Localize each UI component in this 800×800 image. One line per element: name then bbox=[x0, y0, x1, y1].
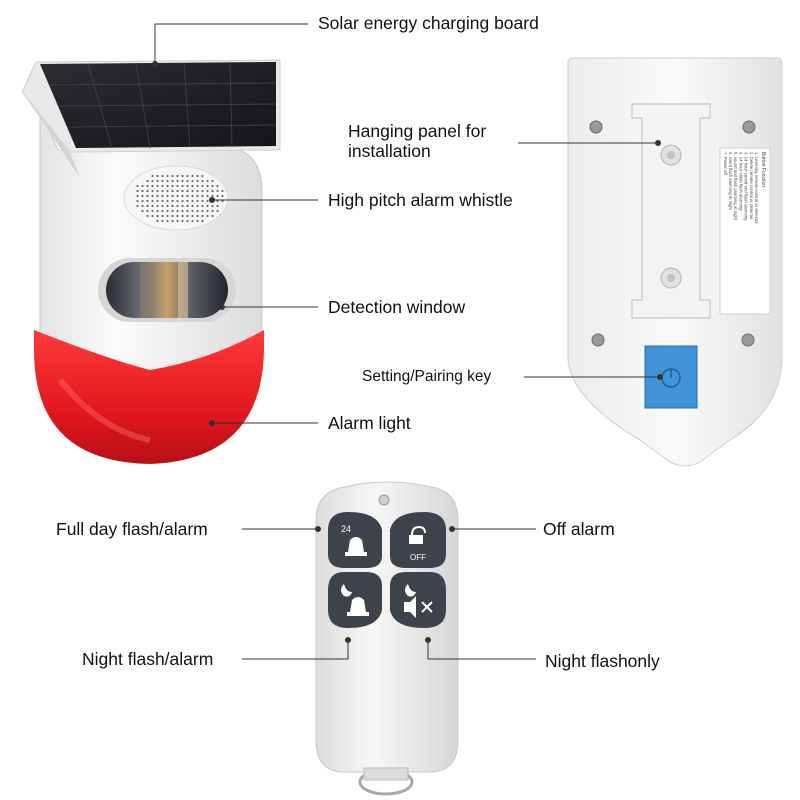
label-night-flash-only: Night flashonly bbox=[545, 651, 660, 671]
off-alarm-button[interactable]: OFF bbox=[390, 512, 446, 568]
full-day-badge: 24 bbox=[341, 524, 351, 534]
moon-icon-silent bbox=[405, 584, 416, 597]
moon-icon bbox=[341, 584, 352, 597]
hanging-panel bbox=[631, 103, 711, 319]
leader-night-flash-only bbox=[427, 640, 536, 660]
siren-icon bbox=[348, 537, 364, 552]
instruction-line: 3. 24 hour sound and flash alarming bbox=[744, 152, 749, 221]
leader-solar bbox=[154, 23, 308, 64]
label-alarm-whistle: High pitch alarm whistle bbox=[328, 190, 513, 210]
alarm-light-dome bbox=[34, 330, 264, 464]
unlock-icon bbox=[411, 525, 426, 536]
detection-window bbox=[98, 258, 236, 322]
instruction-line: 2. Delete remote control or detector bbox=[749, 152, 754, 220]
speaker-grille bbox=[123, 165, 229, 231]
instruction-line: 5. sound and flash alarming at night bbox=[733, 152, 738, 221]
instruction-title: Button Function bbox=[760, 152, 766, 187]
instruction-line: 7. Power off bbox=[723, 152, 728, 176]
full-day-alarm-button[interactable]: 24 bbox=[328, 512, 382, 568]
back-device: Button Function 1. Learning remote contr… bbox=[567, 57, 783, 467]
instruction-line: 6. silent flash alarming at night bbox=[728, 152, 733, 211]
siren-icon-night bbox=[350, 597, 366, 612]
label-alarm-light: Alarm light bbox=[328, 413, 411, 433]
leader-night-flash-alarm bbox=[242, 640, 349, 660]
solar-panel bbox=[40, 61, 277, 149]
front-device bbox=[21, 59, 281, 464]
off-badge: OFF bbox=[410, 553, 426, 562]
instruction-line: 1. Learning remote control or detector bbox=[754, 152, 759, 224]
night-flash-alarm-button[interactable] bbox=[328, 572, 382, 628]
label-night-flash-alarm: Night flash/alarm bbox=[82, 649, 214, 669]
instruction-line: 4. 24 hour silent flash alarming bbox=[738, 152, 743, 211]
remote-control: 24 OFF bbox=[315, 481, 459, 796]
label-full-day: Full day flash/alarm bbox=[56, 519, 208, 539]
leader-lines bbox=[152, 23, 663, 660]
night-flash-only-button[interactable] bbox=[390, 572, 446, 628]
label-off-alarm: Off alarm bbox=[543, 519, 615, 539]
instruction-label: Button Function 1. Learning remote contr… bbox=[719, 147, 771, 315]
label-hanging-panel: Hanging panel for installation bbox=[348, 121, 487, 161]
speaker-muted-icon bbox=[404, 596, 416, 618]
label-solar-board: Solar energy charging board bbox=[318, 13, 539, 33]
label-pairing-key: Setting/Pairing key bbox=[362, 368, 492, 385]
label-detection-window: Detection window bbox=[328, 297, 466, 317]
